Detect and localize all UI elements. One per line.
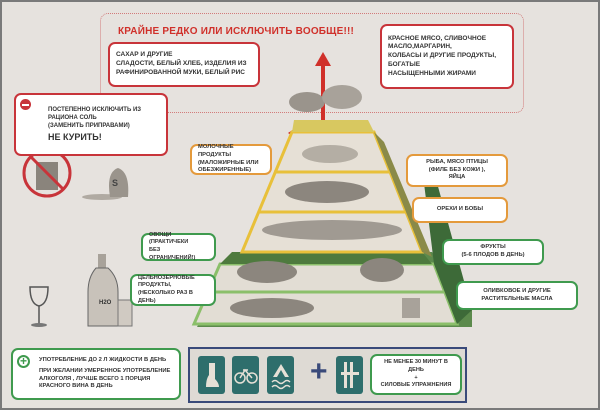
- fish-sketch: [285, 181, 369, 203]
- bottle-label: H2O: [99, 300, 112, 306]
- oil-sketch: [402, 298, 420, 318]
- fruits-callout: ФРУКТЫ (5-6 ПЛОДОВ В ДЕНЬ): [442, 239, 544, 265]
- swimming-icon: [267, 356, 294, 394]
- avoid-zone: [100, 13, 524, 113]
- callout-line: САХАР И ДРУГИЕ: [116, 51, 173, 59]
- grains-sketch: [230, 298, 314, 318]
- activity-plus: +: [310, 355, 328, 388]
- vegetables-callout: ОВОЩИ (ПРАКТИЧЕКИ БЕЗ ОГРАНИЧЕНИЙ!): [141, 231, 216, 261]
- shaker-letter: S: [112, 178, 119, 188]
- callout-line: НАСЫЩЕННЫМИ ЖИРАМИ: [388, 69, 476, 77]
- callout-line: БОГАТЫЕ: [388, 60, 421, 68]
- oils-callout: ОЛИВКОВОЕ И ДРУГИЕ РАСТИТЕЛЬНЫЕ МАСЛА: [456, 281, 578, 310]
- meat-sketch: [322, 85, 362, 109]
- water-bottle-icon: [87, 254, 133, 327]
- callout-line: (5-6 ПЛОДОВ В ДЕНЬ): [461, 252, 525, 258]
- activity-panel: + НЕ МЕНЕЕ 30 МИНУТ В ДЕНЬ + СИЛОВЫЕ УПР…: [188, 347, 467, 403]
- callout-line: (МАЛОЖИРНЫЕ ИЛИ: [198, 159, 259, 166]
- avoid-title: КРАЙНЕ РЕДКО ИЛИ ИСКЛЮЧИТЬ ВООБЩЕ!!!: [118, 26, 355, 37]
- bicycle-icon: [232, 356, 259, 394]
- callout-line: КРАСНОЕ МЯСО, СЛИВОЧНОЕ: [388, 34, 487, 42]
- salt-shaker-icon: [82, 168, 129, 200]
- callout-line: МОЛОЧНЫЕ ПРОДУКТЫ: [198, 143, 234, 158]
- walking-icon: [198, 356, 225, 394]
- wine-glass-icon: [29, 286, 49, 327]
- callout-line: РЫБА, МЯСО ПТИЦЫ: [426, 158, 488, 165]
- salt-callout: ПОСТЕПЕННО ИСКЛЮЧИТЬ ИЗ РАЦИОНА СОЛЬ (ЗА…: [14, 93, 168, 156]
- activity-callout: НЕ МЕНЕЕ 30 МИНУТ В ДЕНЬ + СИЛОВЫЕ УПРАЖ…: [370, 354, 462, 395]
- fruits-sketch: [360, 258, 404, 282]
- minus-icon: [20, 99, 31, 110]
- callout-line: КОЛБАСЫ И ДРУГИЕ ПРОДУКТЫ,: [388, 52, 497, 60]
- grains-callout: ЦЕЛЬНОЗЕРНОВЫЕ ПРОДУКТЫ, (НЕСКОЛЬКО РАЗ …: [130, 274, 216, 306]
- nuts-sketch: [262, 220, 402, 240]
- callout-line: ЦЕЛЬНОЗЕРНОВЫЕ: [138, 274, 195, 281]
- callout-line: ПРОДУКТЫ,: [138, 282, 172, 289]
- dairy-callout: МОЛОЧНЫЕ ПРОДУКТЫ (МАЛОЖИРНЫЕ ИЛИ ОБЕЗЖИ…: [190, 144, 272, 175]
- dairy-sketch: [302, 145, 358, 163]
- callout-line: ЯЙЦА: [448, 174, 466, 181]
- fish-callout: РЫБА, МЯСО ПТИЦЫ (ФИЛЕ БЕЗ КОЖИ ), ЯЙЦА: [406, 154, 508, 187]
- callout-line: ПРИ ЖЕЛАНИИ УМЕРЕННОЕ УПОТРЕБЛЕНИЕ: [39, 367, 171, 374]
- callout-line: АЛКОГОЛЯ , ЛУЧШЕ ВСЕГО 1 ПОРЦИЯ: [39, 375, 151, 382]
- plus-icon: +: [17, 355, 30, 368]
- callout-line: МАСЛО,МАРГАРИН,: [388, 43, 452, 51]
- liquids-title: УПОТРЕБЛЕНИЕ ДО 2 Л ЖИДКОСТИ В ДЕНЬ: [39, 356, 167, 363]
- nuts-callout: ОРЕХИ И БОБЫ: [412, 197, 508, 223]
- callout-line: ОВОЩИ (ПРАКТИЧЕКИ: [149, 231, 189, 246]
- callout-line: СИЛОВЫЕ УПРАЖНЕНИЯ: [380, 382, 452, 389]
- fats-callout: КРАСНОЕ МЯСО, СЛИВОЧНОЕ МАСЛО,МАРГАРИН, …: [380, 24, 514, 89]
- callout-line: (ЗАМЕНИТЬ ПРИПРАВАМИ): [48, 123, 130, 130]
- liquids-callout: + УПОТРЕБЛЕНИЕ ДО 2 Л ЖИДКОСТИ В ДЕНЬ ПР…: [11, 348, 181, 400]
- callout-line: КРАСНОГО ВИНА В ДЕНЬ: [39, 383, 113, 390]
- callout-line: (НЕСКОЛЬКО РАЗ В ДЕНЬ): [138, 290, 193, 304]
- callout-line: (ФИЛЕ БЕЗ КОЖИ ),: [428, 166, 486, 173]
- callout-line: +: [414, 374, 418, 381]
- vegetables-sketch: [237, 261, 297, 283]
- callout-line: РАСТИТЕЛЬНЫЕ МАСЛА: [481, 295, 553, 302]
- no-smoking-icon: [22, 148, 72, 198]
- strength-training-icon: [336, 356, 363, 394]
- sweets-sketch: [289, 92, 325, 112]
- callout-line: РАФИНИРОВАННОЙ МУКИ, БЕЛЫЙ РИС: [116, 68, 245, 76]
- sweets-callout: САХАР И ДРУГИЕ СЛАДОСТИ, БЕЛЫЙ ХЛЕБ, ИЗД…: [108, 42, 260, 87]
- callout-line: РАЦИОНА СОЛЬ: [48, 115, 97, 122]
- callout-line: НЕ МЕНЕЕ 30 МИНУТ В ДЕНЬ: [384, 359, 448, 373]
- callout-line: СЛАДОСТИ, БЕЛЫЙ ХЛЕБ, ИЗДЕЛИЯ ИЗ: [116, 60, 247, 68]
- callout-line: ФРУКТЫ: [480, 244, 506, 251]
- callout-line: ОЛИВКОВОЕ И ДРУГИЕ: [483, 287, 551, 294]
- callout-line: ПОСТЕПЕННО ИСКЛЮЧИТЬ ИЗ: [48, 107, 142, 114]
- callout-line: ОРЕХИ И БОБЫ: [436, 206, 484, 213]
- callout-line: ОБЕЗЖИРЕННЫЕ): [198, 167, 252, 174]
- no-smoking-text: НЕ КУРИТЬ!: [48, 131, 102, 142]
- callout-line: БЕЗ ОГРАНИЧЕНИЙ!): [149, 247, 196, 261]
